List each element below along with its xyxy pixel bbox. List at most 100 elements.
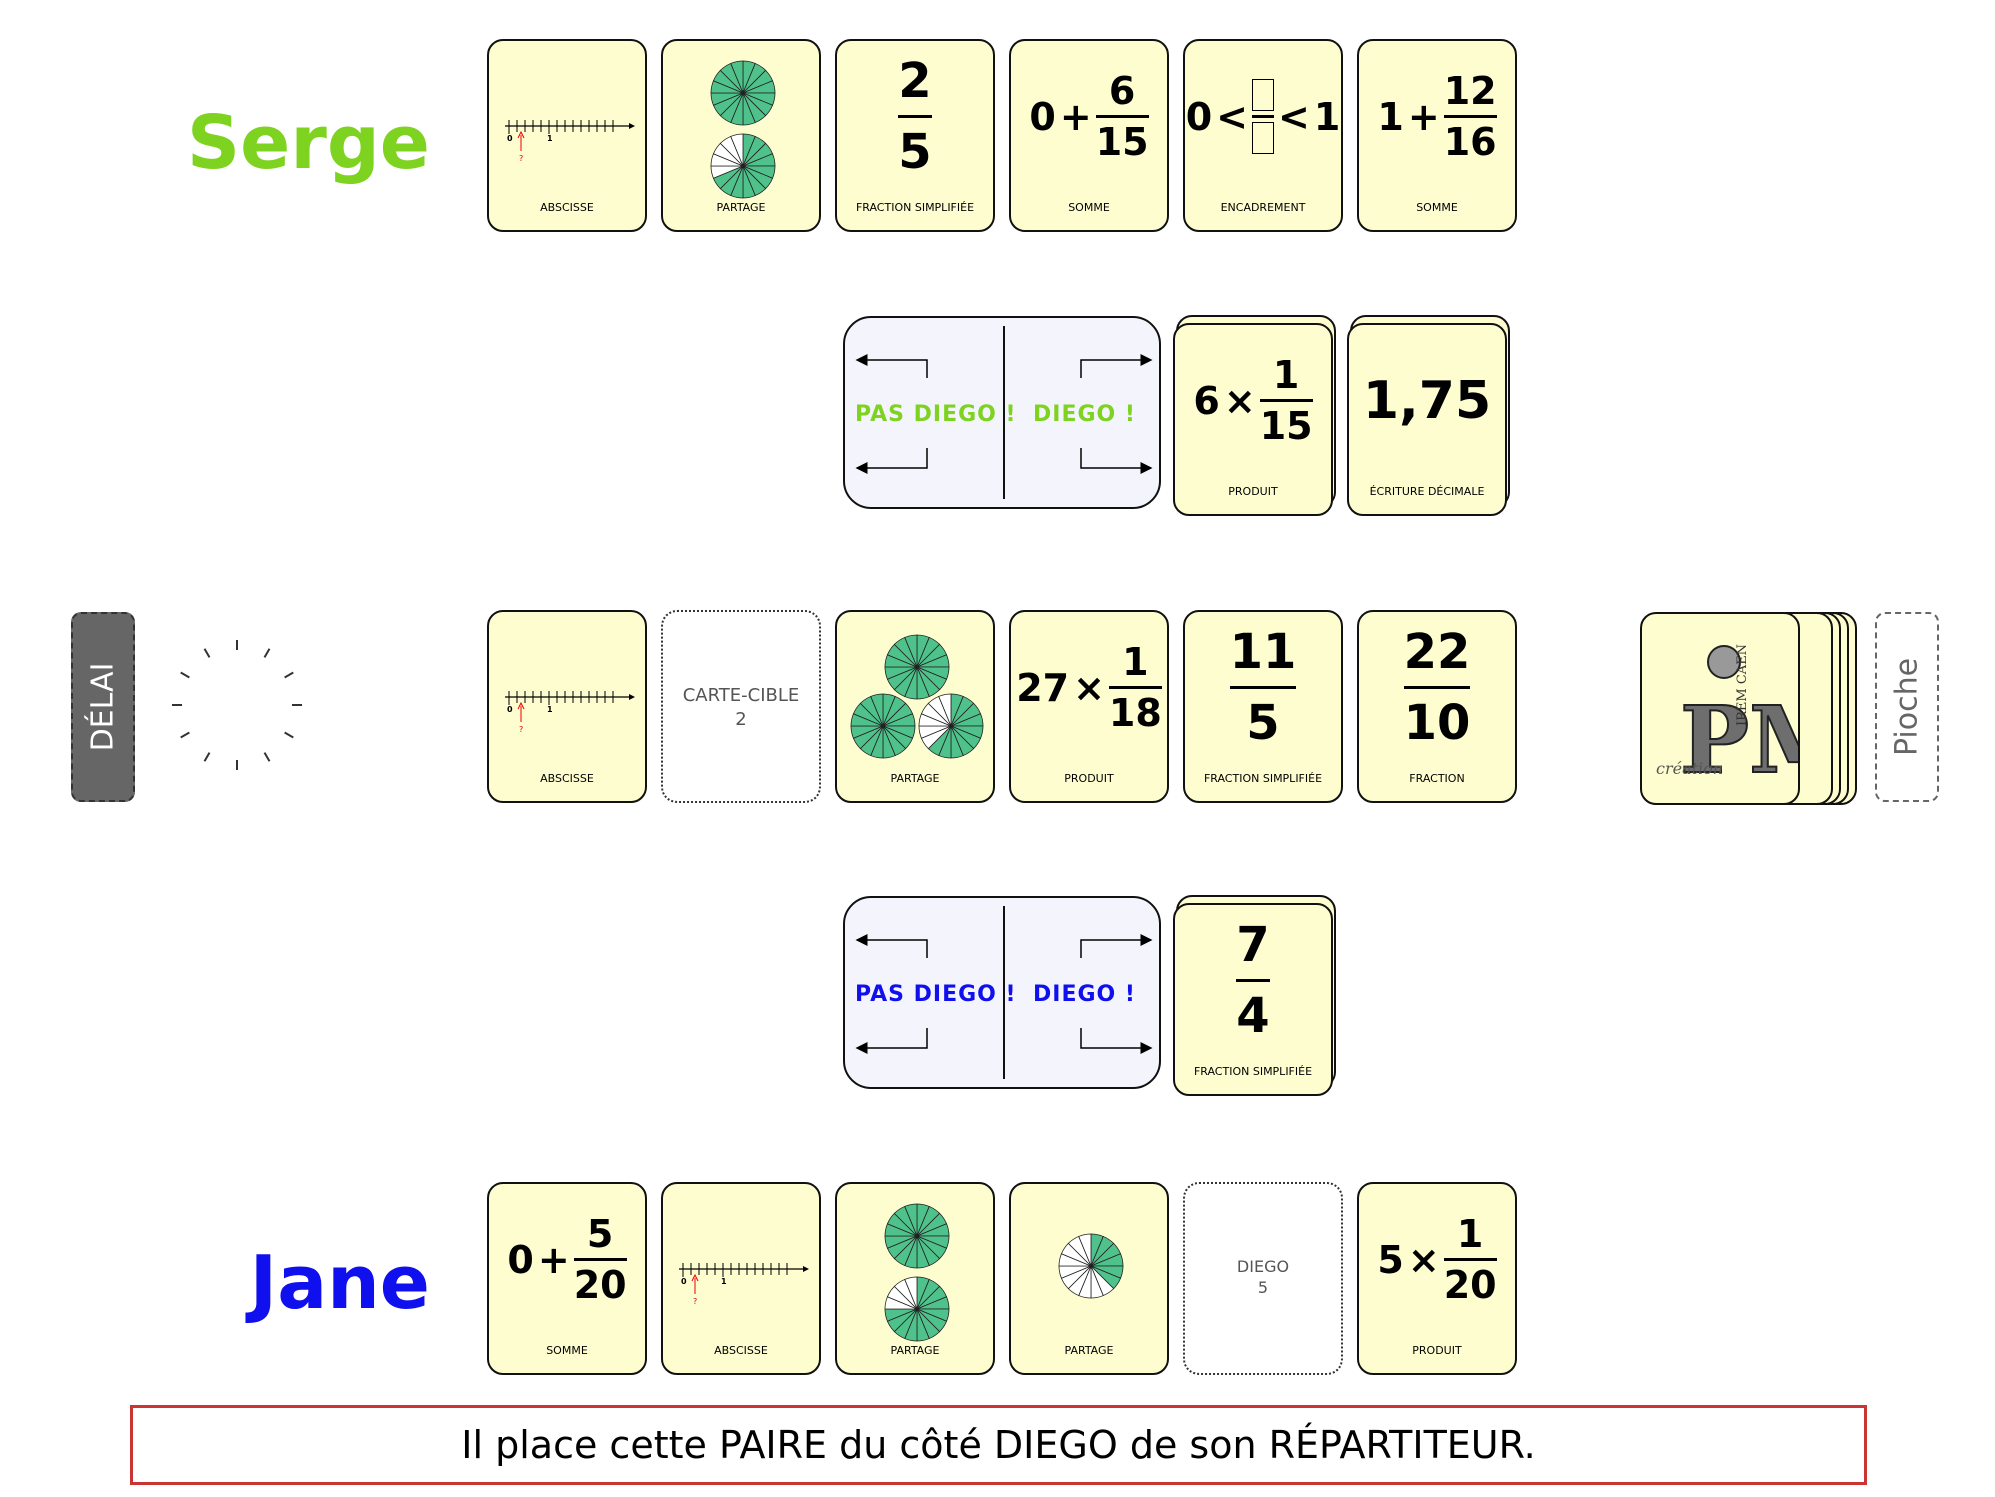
svg-text:1: 1 — [547, 705, 553, 714]
pie-chart — [710, 60, 776, 126]
serge-dispatcher[interactable]: PAS DIEGO ! DIEGO ! — [843, 316, 1161, 509]
draw-pile-top[interactable]: PM création IREM CAEN — [1640, 612, 1800, 805]
dispatcher-left-label: PAS DIEGO ! — [855, 402, 1017, 427]
card-category-label: PARTAGE — [890, 772, 940, 785]
timer-tick — [284, 731, 294, 739]
player-name-jane: Jane — [249, 1240, 430, 1326]
game-card[interactable]: PARTAGE — [835, 1182, 995, 1375]
number-line-icon: 0 1 ? — [505, 691, 635, 734]
card-category-label: ABSCISSE — [540, 201, 594, 214]
card-category-label: PRODUIT — [1064, 772, 1114, 785]
delay-button[interactable]: DÉLAI — [71, 612, 135, 802]
pie-chart — [884, 634, 950, 700]
card-category-label: SOMME — [1068, 201, 1110, 214]
card-category-label: PARTAGE — [890, 1344, 940, 1357]
dispatcher-left-label: PAS DIEGO ! — [855, 982, 1017, 1007]
dispatcher-right-label: DIEGO ! — [1033, 402, 1136, 427]
dispatcher-divider — [1003, 906, 1005, 1079]
card-category-label: FRACTION SIMPLIFIÉE — [1203, 772, 1323, 785]
svg-text:0: 0 — [507, 705, 513, 714]
svg-text:?: ? — [519, 725, 523, 734]
card-category-label: FRACTION — [1409, 772, 1465, 785]
svg-text:0: 0 — [681, 1277, 687, 1286]
timer-tick — [180, 671, 190, 679]
number-line-icon: 0 1 ? — [505, 120, 635, 163]
timer-tick — [203, 752, 211, 762]
card-category-label: FRACTION SIMPLIFIÉE — [855, 201, 975, 214]
draw-pile-label: Pioche — [1889, 657, 1925, 757]
card-category-label: ENCADREMENT — [1220, 201, 1306, 214]
svg-text:?: ? — [693, 1297, 697, 1306]
game-card[interactable]: 0 1 ? ABSCISSE — [661, 1182, 821, 1375]
dispatcher-arrows-icon — [855, 354, 1153, 474]
card-value: 1,75 — [1362, 370, 1492, 431]
player-name-serge: Serge — [186, 100, 430, 186]
card-category-label: ABSCISSE — [714, 1344, 768, 1357]
pie-chart — [884, 1276, 950, 1342]
timer-tick — [263, 648, 271, 658]
game-card[interactable]: PARTAGE — [661, 39, 821, 232]
number-line-icon: 0 1 ? — [679, 1263, 809, 1306]
timer-tick — [180, 731, 190, 739]
card-category-label: ÉCRITURE DÉCIMALE — [1369, 485, 1485, 498]
game-card[interactable]: PARTAGE — [1009, 1182, 1169, 1375]
timer-tick — [284, 671, 294, 679]
pie-shares-icon — [850, 634, 984, 759]
draw-pile-button[interactable]: Pioche — [1875, 612, 1939, 802]
pie-chart — [850, 693, 916, 759]
pie-chart — [884, 1203, 950, 1269]
card-category-label: ABSCISSE — [540, 772, 594, 785]
card-category-label: SOMME — [546, 1344, 588, 1357]
svg-text:?: ? — [519, 154, 523, 163]
logo-mark: PM — [1680, 686, 1800, 794]
instruction-message: Il place cette PAIRE du côté DIEGO de so… — [130, 1405, 1867, 1485]
logo-text: création — [1656, 759, 1723, 778]
jane-dispatcher[interactable]: PAS DIEGO ! DIEGO ! — [843, 896, 1161, 1089]
dispatcher-right-label: DIEGO ! — [1033, 982, 1136, 1007]
irem-logo-icon: PM création IREM CAEN — [1656, 644, 1800, 795]
dispatcher-divider — [1003, 326, 1005, 499]
game-card[interactable]: PARTAGE — [835, 610, 995, 803]
svg-text:0: 0 — [507, 134, 513, 143]
svg-text:1: 1 — [721, 1277, 727, 1286]
game-card[interactable]: 0 1 ? ABSCISSE — [487, 610, 647, 803]
card-category-label: PRODUIT — [1228, 485, 1278, 498]
card-category-label: PARTAGE — [716, 201, 766, 214]
game-card[interactable]: 0 1 ? ABSCISSE — [487, 39, 647, 232]
svg-text:1: 1 — [547, 134, 553, 143]
pie-shares-icon — [884, 1203, 950, 1342]
logo-vertical: IREM CAEN — [1735, 644, 1750, 726]
pie-chart — [710, 133, 776, 199]
